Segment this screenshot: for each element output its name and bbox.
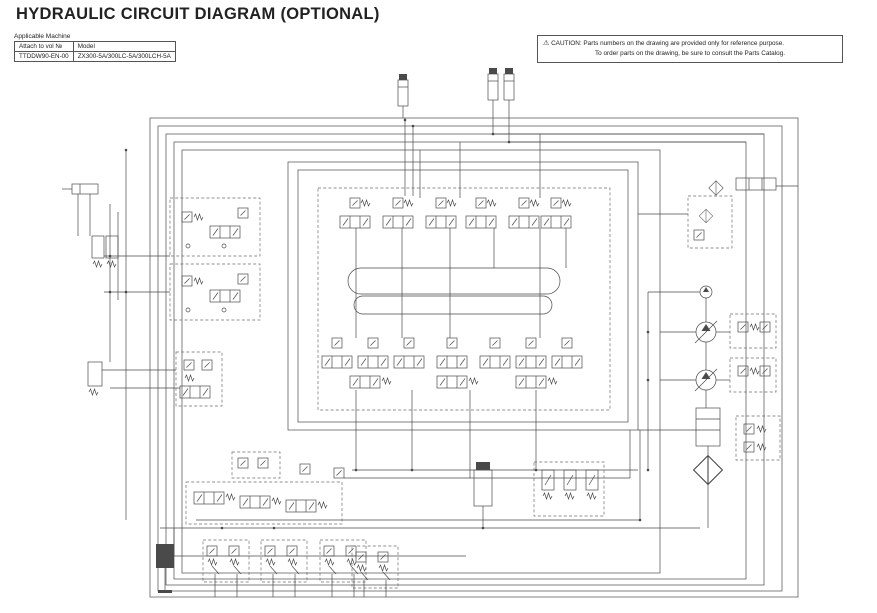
- cylinder-icon: [487, 73, 499, 101]
- model-value: ZX300-5A/300LC-5A/300LCH-5A: [72, 51, 176, 62]
- suction-filter-icon: [693, 455, 723, 485]
- valve-block-outline: [231, 451, 281, 479]
- directional-valve-icon: [209, 289, 241, 303]
- spring-icon: [193, 277, 204, 285]
- regulator-outline: [729, 357, 777, 393]
- cylinder-icon: [503, 73, 515, 101]
- check-valve-icon: [181, 275, 193, 287]
- valve-block-outline: [185, 481, 343, 525]
- filter-cooler-group: [687, 177, 781, 528]
- valve-icon: [87, 361, 103, 387]
- valve-icon: [105, 235, 119, 259]
- spring-icon: [184, 374, 195, 382]
- pump-icon: [694, 368, 718, 392]
- valve-block-outline: [735, 415, 781, 461]
- cylinder-group-top: [397, 68, 515, 118]
- routing-pipes: [77, 100, 799, 598]
- left-pilot-group: [62, 183, 261, 407]
- bottom-pilot-modules: [156, 540, 398, 597]
- check-valve-icon: [201, 359, 213, 371]
- spring-icon: [106, 260, 117, 268]
- valve-block-outline: [533, 461, 605, 517]
- cylinder-cap: [399, 74, 407, 80]
- caution-line2: To order parts on the drawing, be sure t…: [594, 50, 786, 58]
- directional-valve-icon: [179, 385, 211, 399]
- filter-icon: [698, 208, 714, 224]
- spring-icon: [193, 213, 204, 221]
- pump-icon: [694, 320, 718, 344]
- cylinder-cap: [489, 68, 497, 74]
- applicable-machine-table: Applicable Machine Attach to vol № Model…: [14, 33, 176, 62]
- pilot-module-icon: [203, 540, 249, 582]
- accumulator-icon: [473, 469, 493, 507]
- page-title: HYDRAULIC CIRCUIT DIAGRAM (OPTIONAL): [16, 5, 380, 23]
- accumulator-cap: [476, 462, 490, 470]
- check-valve-icon: [183, 359, 195, 371]
- warning-icon: ⚠: [543, 40, 550, 47]
- applicable-machine-caption: Applicable Machine: [14, 33, 71, 40]
- regulator-outline: [729, 313, 777, 349]
- central-valve-block: [321, 197, 583, 389]
- filter-icon: [708, 180, 724, 196]
- spring-icon: [88, 388, 99, 396]
- caution-box: ⚠ CAUTION: Parts numbers on the drawing …: [537, 35, 843, 63]
- cylinder-cap: [505, 68, 513, 74]
- manifold-outline: [353, 295, 553, 315]
- pump-group: [694, 285, 777, 408]
- valve-block-outline: [169, 263, 261, 321]
- valve-block-outline: [169, 197, 261, 257]
- filter-block-outline: [687, 195, 733, 249]
- pilot-pump-icon: [699, 285, 713, 299]
- directional-valve-icon: [209, 225, 241, 239]
- oil-cooler-icon: [695, 407, 721, 447]
- junction-dots: [108, 118, 650, 530]
- pilot-module-icon: [261, 540, 307, 582]
- caution-line1: CAUTION: Parts numbers on the drawing ar…: [551, 40, 785, 47]
- cylinder-icon: [71, 183, 99, 195]
- tank-icon: [735, 177, 777, 191]
- pilot-valve-cluster: [185, 451, 345, 525]
- check-valve-icon: [237, 273, 249, 285]
- solenoid-icon: [156, 544, 174, 568]
- valve-icon: [91, 235, 105, 259]
- check-valve-icon: [181, 211, 193, 223]
- manifold-outline: [347, 267, 561, 295]
- check-valve-icon: [237, 207, 249, 219]
- valve-block-outline: [175, 351, 223, 407]
- accumulator-group: [473, 461, 605, 528]
- spring-icon: [92, 260, 103, 268]
- cylinder-icon: [397, 79, 409, 107]
